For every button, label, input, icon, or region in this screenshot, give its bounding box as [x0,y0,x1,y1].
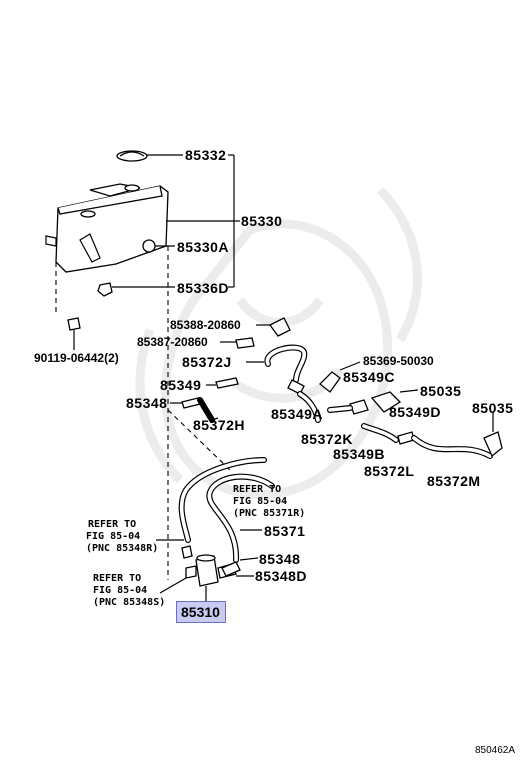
refer-to-note-85371R: REFER TO FIG 85-04 (PNC 85371R) [233,484,305,520]
label-85348-pump: 85348 [259,551,301,567]
washer-reservoir-tank [45,150,240,350]
label-85387-20860: 85387-20860 [137,335,208,349]
label-85310-highlighted[interactable]: 85310 [181,604,220,620]
label-85349D: 85349D [389,404,442,420]
washer-hoses [170,344,503,563]
label-85349: 85349 [160,377,202,393]
label-85371: 85371 [264,523,306,539]
refer-note-line: FIG 85-04 [93,585,148,596]
watermark-logo [135,186,422,500]
refer-note-line: (PNC 85348R) [86,543,159,554]
label-85348D: 85348D [255,568,308,584]
hose-clamps [220,317,291,349]
highlighted-part-box[interactable] [176,601,226,623]
diagram-code: 850462A [475,745,516,756]
label-85349B: 85349B [333,446,386,462]
label-85332: 85332 [185,147,227,163]
label-90119-06442: 90119-06442(2) [34,351,119,365]
label-85336D: 85336D [177,280,230,296]
label-85348: 85348 [126,395,168,411]
label-85372J: 85372J [182,354,232,370]
refer-note-line: (PNC 85348S) [93,597,166,608]
label-85035-right: 85035 [472,400,514,416]
label-85330A: 85330A [177,239,230,255]
label-85372M: 85372M [427,473,481,489]
refer-note-line: (PNC 85371R) [233,508,306,519]
refer-to-note-85348S: REFER TO FIG 85-04 (PNC 85348S) [93,573,165,609]
washer-pump [156,539,259,601]
refer-note-line: REFER TO [93,573,142,584]
label-85369-50030: 85369-50030 [363,354,434,368]
label-85330: 85330 [241,213,283,229]
label-85388-20860: 85388-20860 [170,318,241,332]
label-85372K: 85372K [301,431,354,447]
refer-note-line: REFER TO [233,484,282,495]
label-85349A: 85349A [271,406,324,422]
label-85349C: 85349C [343,369,396,385]
refer-note-line: REFER TO [88,519,137,530]
label-85035-left: 85035 [420,383,462,399]
refer-to-note-85348R: REFER TO FIG 85-04 (PNC 85348R) [86,519,158,555]
refer-note-line: FIG 85-04 [233,496,288,507]
label-85372L: 85372L [364,463,415,479]
refer-note-line: FIG 85-04 [86,531,141,542]
label-85372H: 85372H [193,417,246,433]
